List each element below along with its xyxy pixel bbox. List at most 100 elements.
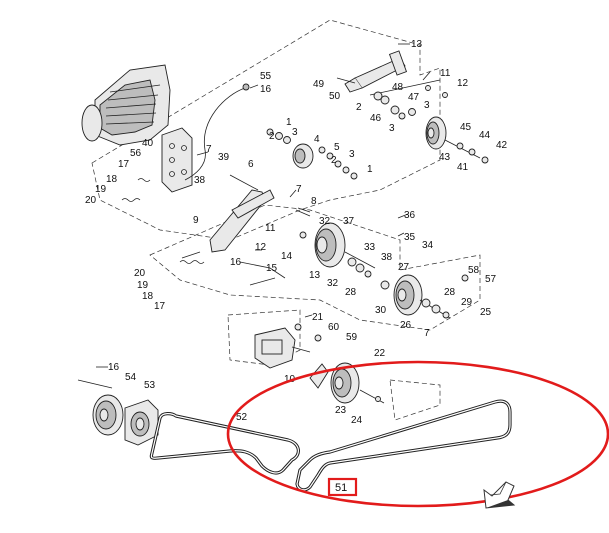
part-number-label: 14: [281, 251, 293, 262]
part-number-label: 7: [206, 144, 212, 155]
part-number-label: 12: [457, 78, 469, 89]
linkage-springs: [121, 178, 286, 286]
part-number-label: 5: [334, 142, 340, 153]
part-number-label: 42: [496, 140, 508, 151]
part-number-label: 50: [329, 91, 341, 102]
part-number-label: 18: [142, 291, 154, 302]
part-number-label: 25: [480, 307, 492, 318]
part-number-label: 37: [343, 216, 355, 227]
part-number-label: 22: [374, 348, 386, 359]
pulley-37: [299, 222, 376, 278]
hardware-row-mid: [266, 128, 358, 180]
part-number-label: 45: [460, 122, 472, 133]
part-number-label: 8: [311, 196, 317, 207]
idler-arm: [336, 50, 408, 93]
drive-pulley-53: [77, 379, 159, 446]
part-number-label: 48: [392, 82, 404, 93]
part-number-label: 54: [125, 372, 137, 383]
part-number-label: 3: [424, 100, 430, 111]
part-number-label: 28: [345, 287, 357, 298]
part-number-label: 20: [134, 268, 146, 279]
part-number-label: 9: [193, 215, 199, 226]
highlight-ellipse: [226, 360, 609, 508]
part-number-label: 13: [309, 270, 321, 281]
part-number-label: 17: [118, 159, 130, 170]
part-number-label: 1: [286, 117, 292, 128]
part-number-label: 1: [367, 164, 373, 175]
part-number-label: 3: [292, 127, 298, 138]
part-number-label: 11: [265, 223, 276, 234]
part-number-label: 49: [313, 79, 325, 90]
pulley-22: [309, 362, 385, 404]
part-number-label: 13: [411, 39, 423, 50]
part-number-label: 6: [248, 159, 254, 170]
frame-outline-upper: [91, 19, 441, 241]
part-number-label: 11: [440, 68, 451, 79]
next-page-arrow-icon[interactable]: [483, 481, 516, 509]
part-number-label: 24: [351, 415, 363, 426]
part-number-label: 4: [314, 134, 320, 145]
part-number-label: 46: [370, 113, 382, 124]
part-number-label: 16: [230, 257, 242, 268]
idler-bracket: [209, 174, 311, 253]
pulley-30: [380, 274, 469, 319]
part-number-label: 55: [260, 71, 272, 82]
part-number-label: 30: [375, 305, 387, 316]
part-number-label: 52: [236, 412, 248, 423]
leader-lines: [96, 43, 431, 368]
part-number-label: 3: [349, 149, 355, 160]
part-number-label: 60: [328, 322, 340, 333]
frame-outline-middle: [149, 204, 481, 331]
part-number-label: 56: [130, 148, 142, 159]
part-number-label: 7: [424, 328, 430, 339]
part-number-label: 2: [269, 131, 275, 142]
part-number-label: 38: [194, 175, 206, 186]
part-number-label: 23: [335, 405, 347, 416]
part-number-label: 27: [398, 262, 410, 273]
part-number-label: 43: [439, 152, 451, 163]
part-number-label: 35: [404, 232, 416, 243]
part-number-label: 15: [266, 263, 278, 274]
part-number-label: 29: [461, 297, 473, 308]
part-number-label: 53: [144, 380, 156, 391]
part-number-label: 40: [142, 138, 154, 149]
cable-end: [242, 83, 250, 91]
pulley-45: [425, 116, 489, 164]
bracket-plate: [161, 127, 193, 193]
part-number-label: 18: [106, 174, 118, 185]
part-number-label: 36: [404, 210, 416, 221]
part-number-label: 16: [260, 84, 272, 95]
part-number-label: 19: [137, 280, 149, 291]
part-number-label: 21: [312, 312, 324, 323]
highlighted-part-label: 51: [335, 482, 347, 494]
part-number-label: 38: [381, 252, 393, 263]
highlight-box: [327, 477, 358, 497]
part-number-label: 33: [364, 242, 376, 253]
frame-outline-belt: [389, 379, 441, 421]
control-cable: [184, 87, 246, 181]
part-number-label: 47: [408, 92, 420, 103]
part-number-label: 39: [218, 152, 230, 163]
part-number-label: 57: [485, 274, 497, 285]
part-number-label: 32: [319, 216, 331, 227]
part-number-label: 3: [389, 123, 395, 134]
part-number-label: 59: [346, 332, 358, 343]
engine-housing: [81, 64, 171, 146]
part-number-label: 2: [356, 102, 362, 113]
belt-52: [149, 412, 300, 475]
part-number-label: 44: [479, 130, 491, 141]
part-number-label: 17: [154, 301, 166, 312]
part-number-label: 20: [85, 195, 97, 206]
belt-51: [295, 399, 512, 492]
part-number-label: 16: [108, 362, 120, 373]
part-number-label: 26: [400, 320, 412, 331]
part-number-label: 41: [457, 162, 469, 173]
part-number-label: 2: [331, 155, 337, 166]
part-number-label: 7: [296, 184, 302, 195]
part-number-label: 19: [95, 184, 107, 195]
gearbox: [254, 323, 322, 369]
part-number-label: 34: [422, 240, 434, 251]
